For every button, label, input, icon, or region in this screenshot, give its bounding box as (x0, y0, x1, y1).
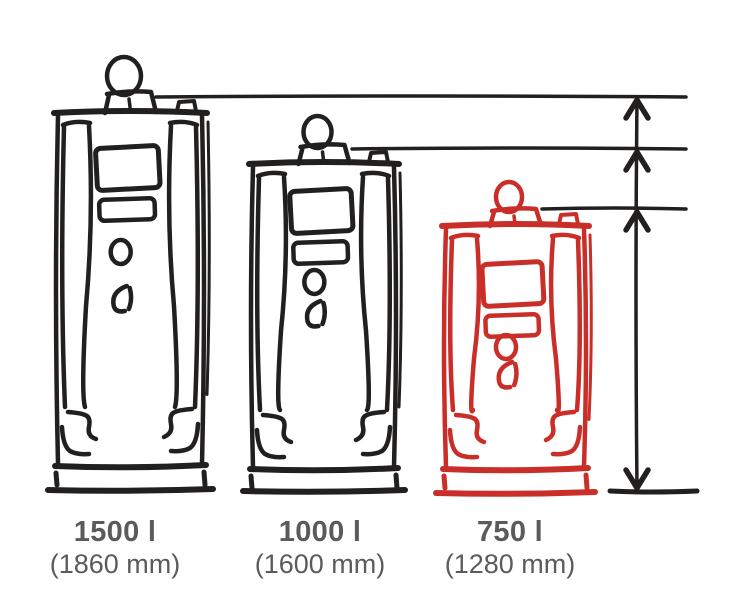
tank-side-panel-right (359, 170, 392, 179)
tank-side-panel-left (60, 119, 93, 128)
tank-base-top (52, 462, 209, 471)
tank-side-panel-left (255, 170, 288, 179)
tank-right-edge (391, 164, 399, 470)
tank-side-panel-left (447, 237, 456, 413)
tank-foot-left (65, 409, 99, 442)
tank-control-panel (93, 143, 163, 193)
tank-top-edge (439, 221, 592, 229)
tank-control-panel (287, 186, 356, 236)
tank-foot-right (161, 406, 195, 440)
tank-side-panel-right (166, 123, 180, 410)
tank-base-ticks (441, 472, 590, 491)
tank-foot-left (254, 427, 287, 460)
tank-right-edge-double (587, 233, 593, 421)
tank-side-panel-right (358, 174, 372, 413)
tank-fitting (175, 99, 198, 113)
tank-control-panel (479, 259, 547, 309)
tank-side-panel-right (167, 119, 200, 128)
tank-base-top (247, 465, 401, 474)
tank-knob (104, 54, 144, 98)
tank-knob (301, 113, 334, 151)
tank-right-edge-double (205, 120, 211, 396)
tank-foot-right (550, 424, 583, 457)
tank-base-bottom (45, 486, 216, 494)
tank-knob (493, 179, 525, 215)
dim-line-tank-1000l (350, 146, 688, 151)
tank-top-edge (246, 159, 402, 167)
tank-right-edge (199, 113, 207, 467)
tank-1500l-sketch (45, 54, 216, 494)
tank-base-bottom (240, 487, 408, 495)
tank-gauge-circle (493, 332, 519, 362)
tank-base-ticks (248, 472, 400, 491)
height-dimension-lines (154, 94, 700, 495)
tank-base-ticks (53, 469, 208, 488)
tank-right-edge (581, 226, 589, 470)
tank-gauge-circle (302, 267, 327, 297)
tank-left-edge (248, 164, 256, 470)
tank-foot-right (353, 409, 387, 443)
tank-side-panel-left (59, 124, 68, 410)
tank-side-panel-right (548, 236, 562, 414)
tank-foot-left (447, 427, 480, 460)
tank-foot-left (260, 412, 294, 445)
dim-line-tank-1500l (154, 94, 688, 99)
tank-1000l-sketch (240, 113, 408, 495)
tank-cap-seam (320, 150, 326, 162)
tank-fitting (557, 212, 580, 226)
dim-line-tank-750l (540, 206, 688, 211)
tank-right-edge-double (397, 171, 403, 409)
dim-vertical-line (634, 97, 639, 491)
tank-base-top (440, 465, 591, 474)
tank-base-bottom (433, 489, 598, 497)
tank-gauge-mark (304, 298, 328, 329)
tank-side-panel-left (254, 175, 263, 413)
tank-side-panel-right (384, 175, 393, 413)
dim-arrow-down (623, 467, 651, 491)
tank-gauge-mark (496, 359, 519, 390)
tank-side-panel-right (574, 237, 583, 413)
tank-sub-panel (483, 311, 542, 340)
tank-left-edge (441, 226, 449, 470)
tank-side-panel-left (448, 232, 481, 241)
tank-sub-panel (96, 195, 158, 224)
tank-side-panel-right (192, 124, 201, 410)
tank-foot-left (453, 412, 487, 445)
tank-side-panel-left (468, 236, 482, 414)
tank-foot-right (360, 424, 393, 457)
tank-gauge-circle (108, 237, 133, 267)
tank-cap-seam (127, 97, 132, 109)
tank-side-panel-left (275, 174, 289, 413)
tank-foot-left (59, 424, 92, 457)
tank-foot-right (543, 409, 577, 443)
tank-side-panel-left (80, 123, 94, 410)
tank-top-edge (51, 108, 210, 116)
tank-sub-panel (291, 238, 351, 267)
tank-left-edge (53, 113, 61, 467)
tank-gauge-mark (111, 283, 134, 314)
dim-ground-line (607, 488, 700, 495)
tank-fitting (367, 150, 390, 164)
tank-foot-right (168, 421, 201, 454)
tank-750l-sketch (433, 179, 598, 497)
tank-side-panel-right (549, 232, 582, 241)
